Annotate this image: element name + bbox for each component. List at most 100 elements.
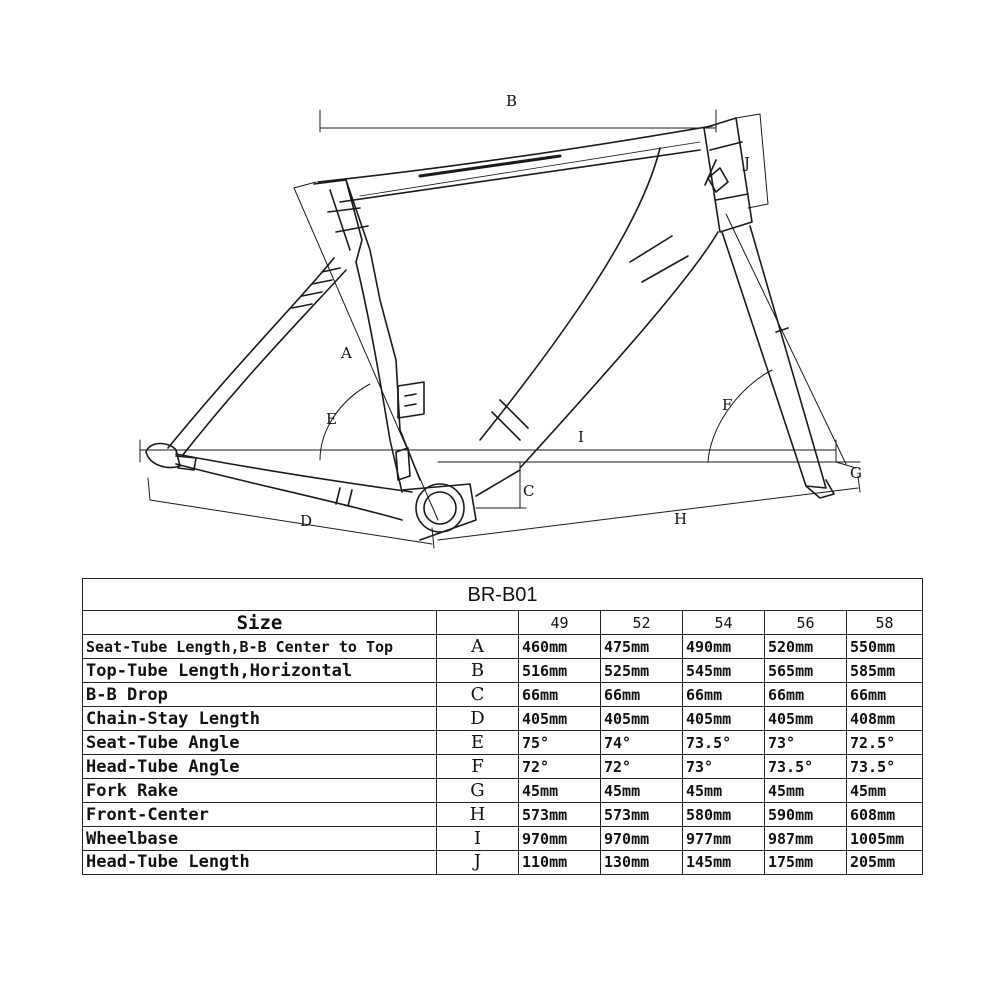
table-title: BR-B01 — [81, 577, 924, 612]
dimension-code: D — [436, 706, 519, 732]
fork — [721, 225, 835, 499]
label-g: G — [850, 464, 862, 482]
size-value-cell: 545mm — [682, 658, 765, 684]
dimension-lines — [139, 109, 861, 549]
size-value-cell: 516mm — [518, 658, 601, 684]
chain-stays — [145, 442, 413, 521]
dimension-code: A — [436, 634, 519, 660]
dimension-code: E — [436, 730, 519, 756]
parameter-label: Fork Rake — [82, 778, 437, 804]
dimension-code: I — [436, 826, 519, 851]
size-value-cell: 130mm — [600, 849, 683, 876]
parameter-label: Head-Tube Angle — [82, 754, 437, 780]
size-value-cell: 66mm — [600, 682, 683, 708]
geometry-table: BR-B01 Size 49 52 54 56 58 Seat-Tube Len… — [81, 577, 924, 876]
size-52-header: 52 — [600, 610, 683, 636]
size-54-header: 54 — [682, 610, 765, 636]
parameter-label: Seat-Tube Length,B-B Center to Top — [82, 634, 437, 660]
size-value-cell: 590mm — [764, 802, 847, 828]
size-value-cell: 73.5° — [682, 730, 765, 756]
size-value-cell: 73° — [682, 754, 765, 780]
frame-geometry-diagram: B J A E F I G C D H — [139, 92, 862, 549]
dimension-code: C — [436, 682, 519, 708]
head-tube — [703, 117, 753, 233]
size-value-cell: 405mm — [764, 706, 847, 732]
size-value-cell: 110mm — [518, 849, 601, 876]
size-header: Size — [82, 610, 437, 636]
parameter-label: Seat-Tube Angle — [82, 730, 437, 756]
size-value-cell: 490mm — [682, 634, 765, 660]
size-value-cell: 72° — [518, 754, 601, 780]
label-e: E — [326, 410, 337, 428]
size-value-cell: 75° — [518, 730, 601, 756]
parameter-label: Chain-Stay Length — [82, 706, 437, 732]
size-56-header: 56 — [764, 610, 847, 636]
size-value-cell: 66mm — [518, 682, 601, 708]
size-value-cell: 580mm — [682, 802, 765, 828]
size-value-cell: 525mm — [600, 658, 683, 684]
size-value-cell: 205mm — [845, 849, 924, 876]
label-d: D — [300, 512, 312, 530]
size-value-cell: 66mm — [845, 682, 924, 708]
size-value-cell: 74° — [600, 730, 683, 756]
bottom-bracket — [401, 469, 521, 541]
size-value-cell: 405mm — [600, 706, 683, 732]
size-value-cell: 73° — [764, 730, 847, 756]
dimension-code: F — [436, 754, 519, 780]
top-tube — [317, 125, 713, 203]
code-header — [436, 610, 519, 636]
size-value-cell: 1005mm — [845, 826, 924, 851]
size-value-cell: 45mm — [600, 778, 683, 804]
dimension-code: B — [436, 658, 519, 684]
size-value-cell: 66mm — [682, 682, 765, 708]
size-value-cell: 970mm — [518, 826, 601, 851]
label-c: C — [523, 482, 534, 500]
size-value-cell: 45mm — [518, 778, 601, 804]
dimension-code: H — [436, 802, 519, 828]
size-value-cell: 405mm — [682, 706, 765, 732]
size-value-cell: 970mm — [600, 826, 683, 851]
seat-tube — [313, 179, 425, 493]
down-tube — [479, 147, 719, 469]
size-value-cell: 408mm — [845, 706, 924, 732]
size-value-cell: 72° — [600, 754, 683, 780]
size-value-cell: 460mm — [518, 634, 601, 660]
table-title-row: BR-B01 — [81, 577, 924, 612]
label-j: J — [742, 154, 750, 172]
size-value-cell: 175mm — [764, 849, 847, 876]
size-value-cell: 550mm — [845, 634, 924, 660]
label-a: A — [340, 344, 352, 362]
size-value-cell: 573mm — [518, 802, 601, 828]
size-value-cell: 585mm — [845, 658, 924, 684]
size-value-cell: 405mm — [518, 706, 601, 732]
size-value-cell: 520mm — [764, 634, 847, 660]
size-value-cell: 987mm — [764, 826, 847, 851]
size-value-cell: 145mm — [682, 849, 765, 876]
size-value-cell: 45mm — [764, 778, 847, 804]
size-value-cell: 66mm — [764, 682, 847, 708]
size-49-header: 49 — [518, 610, 601, 636]
parameter-label: Top-Tube Length,Horizontal — [82, 658, 437, 684]
dimension-code: G — [436, 778, 519, 804]
parameter-label: Wheelbase — [82, 826, 437, 851]
dimension-code: J — [436, 849, 519, 876]
size-58-header: 58 — [845, 610, 924, 636]
label-b: B — [506, 92, 517, 110]
parameter-label: Front-Center — [82, 802, 437, 828]
size-value-cell: 45mm — [682, 778, 765, 804]
size-value-cell: 977mm — [682, 826, 765, 851]
label-i: I — [578, 428, 584, 446]
label-f: F — [722, 396, 732, 414]
size-value-cell: 73.5° — [764, 754, 847, 780]
parameter-label: Head-Tube Length — [82, 849, 437, 876]
size-value-cell: 608mm — [845, 802, 924, 828]
